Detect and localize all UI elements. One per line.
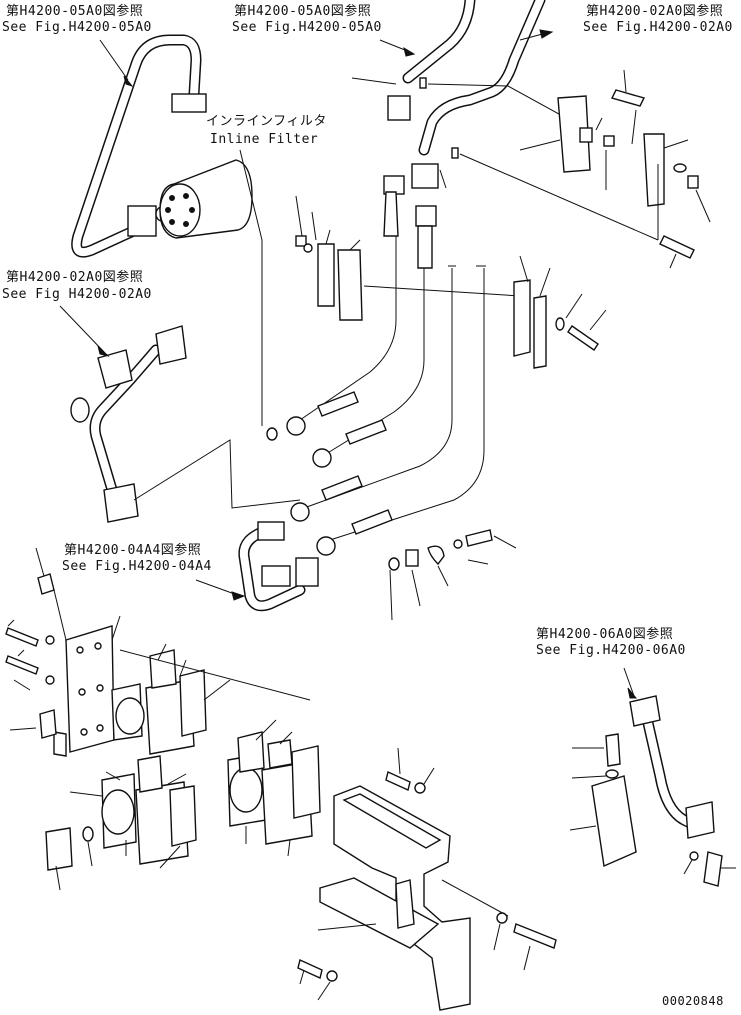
right-tube-assembly	[591, 695, 723, 887]
center-flange-blocks	[227, 731, 321, 845]
right-clamp-set	[513, 279, 599, 369]
ref-label-jp: 第H4200-04A4図参照	[64, 543, 202, 558]
ref-label-jp: 第H4200-05A0図参照	[234, 4, 372, 19]
ref-label-en: See Fig.H4200-06A0	[536, 643, 686, 658]
bolt-set	[297, 771, 557, 982]
center-pipes	[383, 0, 546, 269]
hose-clamp-set	[295, 235, 363, 321]
inline-filter	[159, 159, 253, 239]
main-support-bracket	[319, 785, 471, 1011]
split-flange-blocks	[45, 649, 207, 871]
ref-label-en: See Fig.H4200-02A0	[583, 20, 733, 35]
ref-label-jp: 第H4200-06A0図参照	[536, 627, 674, 642]
top-right-brackets	[557, 89, 699, 259]
left-tube-assembly	[70, 325, 187, 523]
ref-label-en: See Fig.H4200-04A4	[62, 559, 212, 574]
filter-inlet-tube	[71, 34, 207, 258]
ref-label-en: See Fig H4200-02A0	[2, 287, 152, 302]
hose-bundle	[266, 236, 485, 556]
inline-filter-label-en: Inline Filter	[210, 132, 319, 147]
ref-label-en: See Fig.H4200-05A0	[232, 20, 382, 35]
ref-label-jp: 第H4200-02A0図参照	[6, 270, 144, 285]
ref-label-jp: 第H4200-02A0図参照	[586, 4, 724, 19]
mounting-plate-left	[5, 573, 115, 757]
inline-filter-label-jp: インラインフィルタ	[206, 114, 327, 129]
lower-tube-assembly	[238, 521, 319, 612]
fitting-parts	[388, 529, 493, 571]
drawing-number: 00020848	[662, 994, 724, 1008]
ref-label-en: See Fig.H4200-05A0	[2, 20, 152, 35]
ref-label-jp: 第H4200-05A0図参照	[6, 4, 144, 19]
